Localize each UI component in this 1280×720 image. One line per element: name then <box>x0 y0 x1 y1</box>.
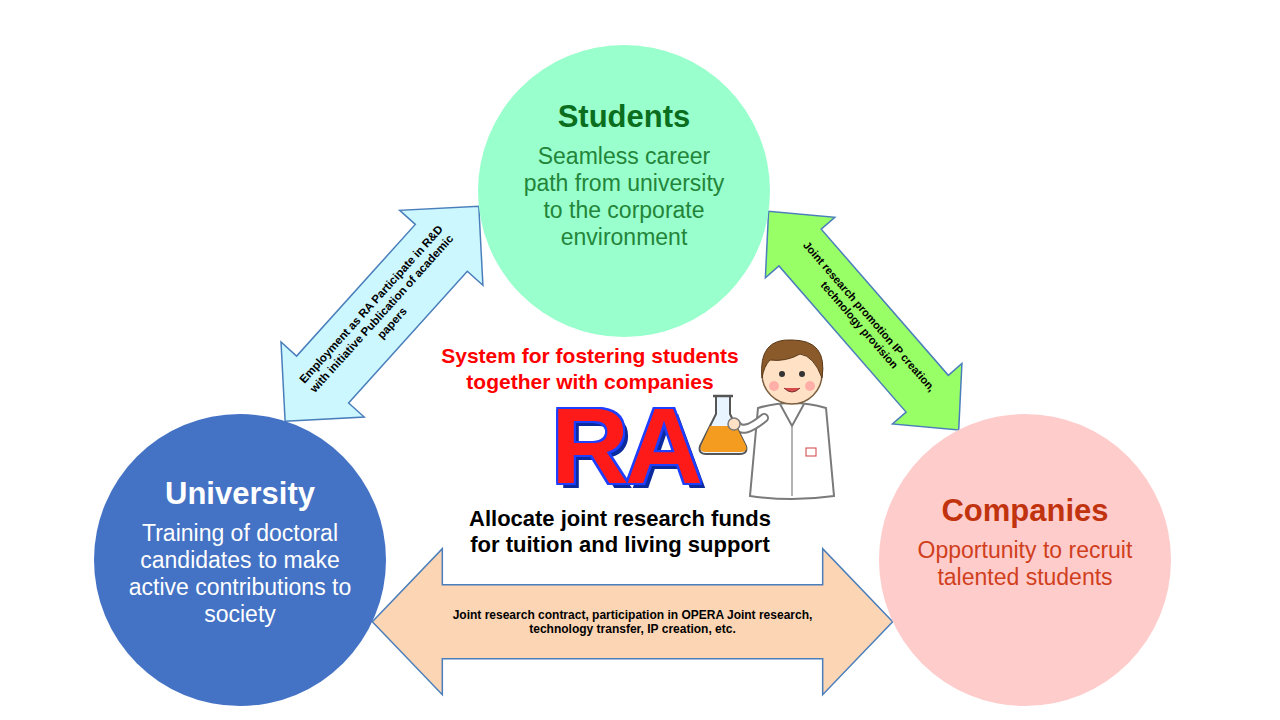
circle-fill <box>94 414 386 706</box>
coat-badge <box>806 448 816 456</box>
cheek <box>805 381 815 391</box>
node-text-block: CompaniesOpportunity to recruit talented… <box>918 493 1133 591</box>
funding-note: Allocate joint research funds for tuitio… <box>455 506 785 558</box>
block-arrow <box>372 549 892 695</box>
cheek <box>769 381 779 391</box>
flask-liquid <box>701 426 747 452</box>
node-body: Opportunity to recruit talented students <box>918 537 1133 591</box>
arrow-label: Joint research promotion IP creation, te… <box>788 237 939 405</box>
coat-seam <box>791 426 793 496</box>
flask-glass <box>700 396 747 454</box>
arrow-label: Employment as RA Participate in R&D with… <box>295 220 470 407</box>
arrow-label: Joint research contract, participation i… <box>438 607 828 636</box>
block-arrow <box>281 206 483 421</box>
scientist <box>700 340 834 499</box>
hair <box>762 340 823 378</box>
system-heading: System for fostering students together w… <box>430 343 750 395</box>
eye <box>799 371 805 377</box>
circle-shape <box>94 414 386 706</box>
node-body: Seamless career path from university to … <box>514 143 734 251</box>
node-heading: University <box>165 476 315 512</box>
node-heading: Companies <box>941 493 1108 529</box>
circle-fill <box>478 45 770 337</box>
hand <box>728 418 740 430</box>
node-text-block: UniversityTraining of doctoral candidate… <box>128 476 353 628</box>
node-body: Training of doctoral candidates to make … <box>128 520 353 628</box>
flask-rim <box>713 395 733 398</box>
circle-node: UniversityTraining of doctoral candidate… <box>94 414 386 706</box>
node-text-block: StudentsSeamless career path from univer… <box>514 99 734 251</box>
eye <box>779 371 785 377</box>
circle-shape <box>478 45 770 337</box>
node-heading: Students <box>558 99 691 135</box>
circle-shape <box>879 414 1171 706</box>
ra-logo: RA <box>540 392 710 500</box>
circle-fill <box>879 414 1171 706</box>
smile <box>784 388 800 392</box>
circle-node: StudentsSeamless career path from univer… <box>478 45 770 337</box>
coat-collar <box>780 404 804 426</box>
circle-node: CompaniesOpportunity to recruit talented… <box>879 414 1171 706</box>
